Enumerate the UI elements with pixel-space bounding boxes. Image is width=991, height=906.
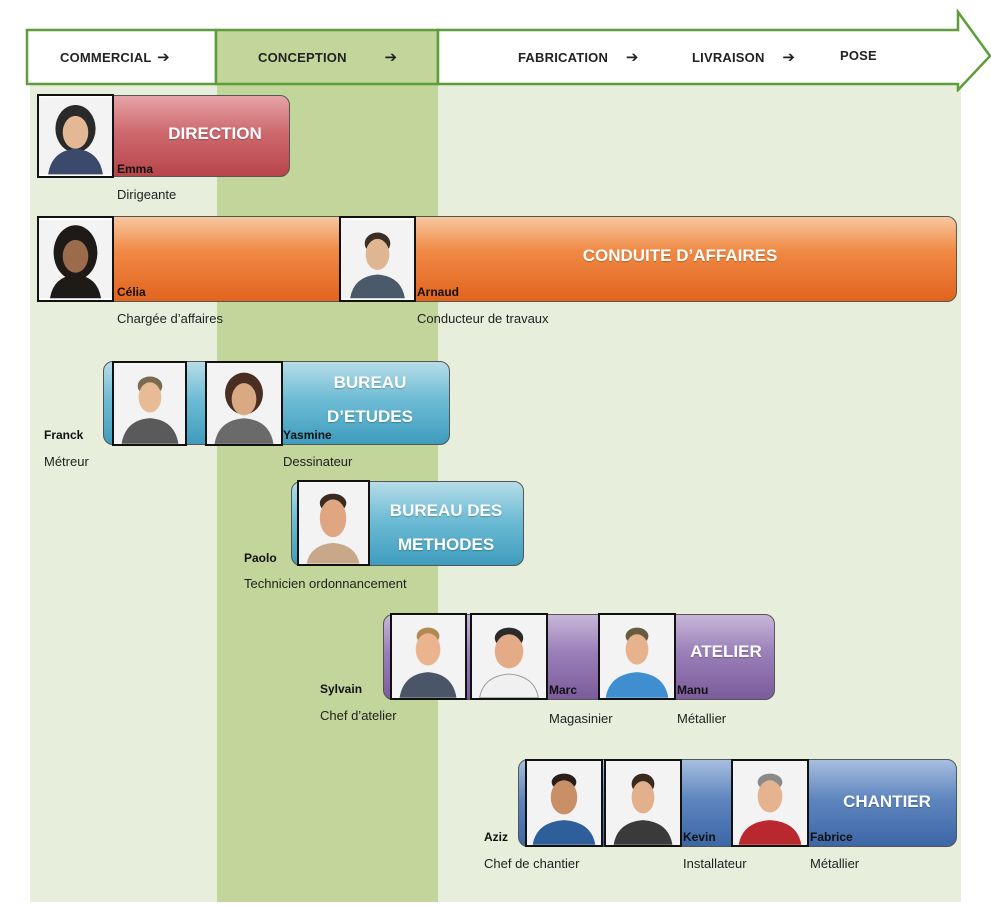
person-name: Manu: [677, 683, 709, 697]
woman-portrait-icon: [39, 219, 112, 299]
stage-pose: POSE: [840, 48, 877, 63]
department-conduite-affaires: [100, 216, 957, 302]
person-role: Chef de chantier: [484, 856, 580, 871]
person-name: Arnaud: [417, 285, 459, 299]
person-role: Métreur: [44, 454, 89, 469]
person-name: Aziz: [484, 830, 508, 844]
arrow-right-icon: ➔: [157, 49, 170, 66]
department-title-line1: BUREAU: [333, 373, 407, 392]
portrait-paolo: [297, 480, 370, 566]
arrow-right-icon: ➔: [384, 49, 398, 66]
person-name: Fabrice: [810, 830, 853, 844]
person-role: Dirigeante: [117, 187, 177, 202]
department-direction: [100, 95, 290, 177]
department-title: ATELIER: [690, 642, 762, 661]
person-name: Marc: [549, 683, 578, 697]
person-name: Paolo: [244, 551, 277, 565]
person-name: Yasmine: [283, 428, 332, 442]
person-role: Installateur: [683, 856, 747, 871]
portrait-manu: [598, 613, 676, 700]
man-portrait-icon: [299, 482, 368, 564]
man-portrait-icon: [114, 363, 185, 444]
portrait-arnaud: [339, 216, 416, 302]
department-title: DIRECTION: [168, 124, 262, 143]
person-role: Métallier: [810, 856, 860, 871]
portrait-kevin: [604, 759, 682, 847]
process-arrow: [25, 8, 991, 92]
person-role: Métallier: [677, 711, 727, 726]
portrait-fabrice: [731, 759, 809, 847]
department-title-line2: D’ETUDES: [327, 407, 413, 426]
portrait-celia: [37, 216, 114, 302]
department-title: CHANTIER: [843, 792, 931, 811]
person-name: Franck: [44, 428, 84, 442]
man-portrait-icon: [341, 219, 414, 299]
man-portrait-icon: [733, 761, 807, 845]
person-role: Magasinier: [549, 711, 613, 726]
stage-conception: CONCEPTION ➔: [258, 49, 398, 66]
stage-livraison: LIVRAISON ➔: [692, 49, 796, 66]
person-name: Célia: [117, 285, 146, 299]
department-title-line1: BUREAU DES: [389, 501, 503, 520]
department-title: CONDUITE D’AFFAIRES: [582, 246, 778, 265]
man-portrait-icon: [472, 615, 546, 698]
department-title-line2: METHODES: [397, 535, 495, 554]
man-portrait-icon: [606, 761, 680, 845]
portrait-yasmine: [205, 361, 283, 446]
person-role: Conducteur de travaux: [417, 311, 549, 326]
portrait-franck: [112, 361, 187, 446]
person-name: Sylvain: [320, 682, 363, 696]
person-role: Technicien ordonnancement: [244, 576, 407, 591]
man-portrait-icon: [600, 615, 674, 698]
stage-commercial: COMMERCIAL ➔: [60, 49, 170, 66]
person-role: Dessinateur: [283, 454, 353, 469]
man-portrait-icon: [392, 615, 465, 698]
portrait-sylvain: [390, 613, 467, 700]
portrait-emma: [37, 94, 114, 178]
arrow-right-icon: ➔: [625, 49, 639, 66]
portrait-marc: [470, 613, 548, 700]
arrow-right-icon: ➔: [782, 49, 796, 66]
person-name: Emma: [117, 162, 154, 176]
person-role: Chargée d’affaires: [117, 311, 223, 326]
woman-portrait-icon: [39, 97, 112, 175]
person-role: Chef d’atelier: [320, 708, 397, 723]
stage-fabrication: FABRICATION ➔: [518, 49, 639, 66]
man-portrait-icon: [527, 761, 601, 845]
portrait-aziz: [525, 759, 603, 847]
woman-portrait-icon: [207, 363, 281, 444]
person-name: Kevin: [683, 830, 716, 844]
